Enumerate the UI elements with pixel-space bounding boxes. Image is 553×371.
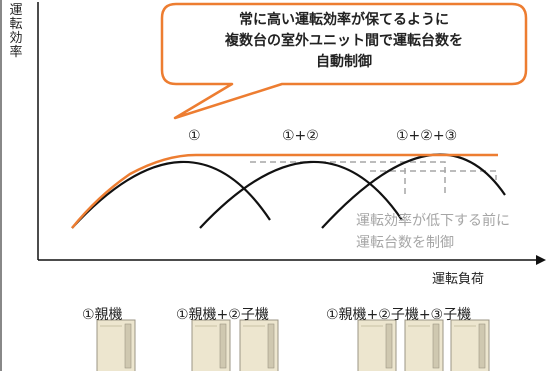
callout-line: 自動制御 [316,54,372,70]
outdoor-unit-icon [404,319,444,371]
control-note: 運転効率が低下する前に 運転台数を制御 [356,210,510,254]
y-axis-label-char: 転 [9,17,23,32]
y-axis-label-char: 率 [9,45,23,60]
unit-group-label-2: ①親機+②子機 [176,307,269,323]
y-axis-label-char: 効 [9,31,23,46]
callout-bubble [160,2,528,120]
curve-unit-1 [71,160,271,229]
y-axis-label: 運 転 効 率 [4,4,28,60]
y-axis-label-char: 運 [9,3,23,18]
curve-label-1-2-3: ①+②+③ [396,128,458,144]
unit-group-label-1: ①親機 [82,307,123,323]
outdoor-unit-icon [239,319,279,371]
note-line: 運転効率が低下する前に [356,213,510,229]
x-axis-label: 運転負荷 [432,272,485,287]
note-line: 運転台数を制御 [356,235,454,251]
outdoor-unit-icon [191,319,231,371]
outdoor-unit-icon [96,319,136,371]
curve-unit-1-2 [199,160,403,229]
callout-line: 常に高い運転効率が保てるように [239,12,449,28]
efficiency-envelope [71,153,498,229]
unit-icons [96,319,490,371]
outdoor-unit-icon [357,319,397,371]
outdoor-unit-icon [450,319,490,371]
curve-label-1: ① [188,128,201,144]
curve-label-1-2: ①+② [282,128,319,144]
unit-group-label-3: ①親機+②子機+③子機 [326,307,472,323]
callout-text: 常に高い運転効率が保てるように 複数台の室外ユニット間で運転台数を 自動制御 [172,10,516,73]
callout-line: 複数台の室外ユニット間で運転台数を [225,33,463,49]
x-axis-arrow [536,255,546,265]
